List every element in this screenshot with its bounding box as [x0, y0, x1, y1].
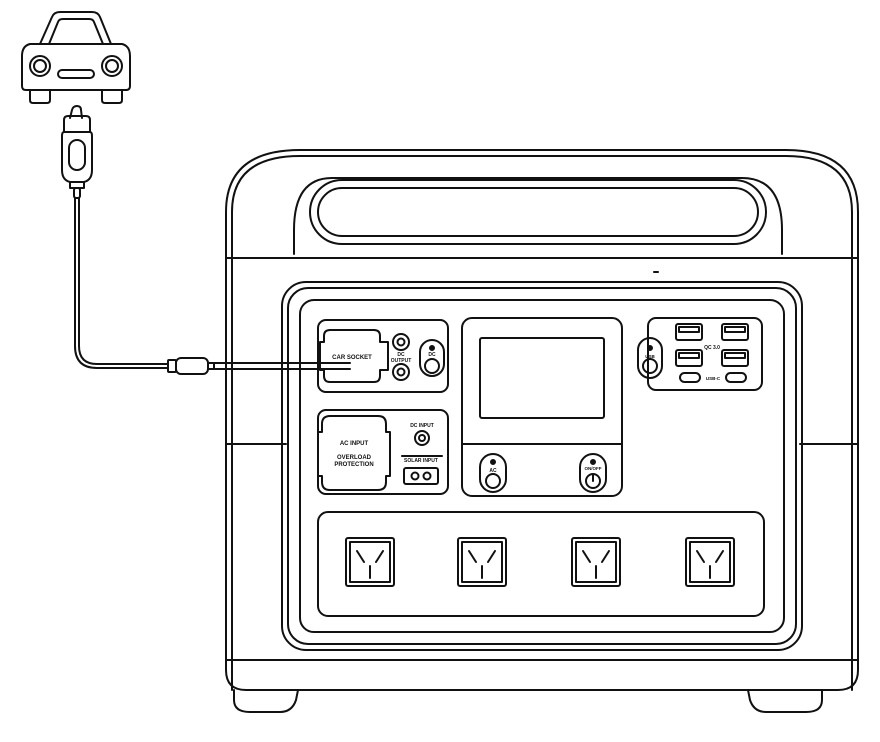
qc-port-2[interactable] [721, 323, 749, 341]
solar-input-port[interactable] [403, 467, 439, 485]
power-button-label: ON/OFF [585, 466, 602, 471]
ac-outlet-4[interactable] [685, 537, 735, 587]
dc-button[interactable] [419, 339, 445, 377]
dc-output-label-line1: DC [397, 352, 405, 358]
cigarette-plug-icon [61, 105, 93, 199]
usb-button-label: USB [645, 354, 655, 359]
charging-cable [74, 197, 351, 375]
ac-input-module [317, 409, 449, 495]
qc-label: QC 3.0 [704, 345, 720, 351]
car-socket[interactable] [319, 329, 389, 383]
dc-output-port-bottom[interactable] [392, 363, 410, 381]
power-station-housing [225, 149, 859, 713]
solar-input-label: SOLAR INPUT [404, 458, 438, 464]
qc-port-4[interactable] [721, 349, 749, 367]
dc-output-label-line2: OUTPUT [391, 358, 412, 364]
dc-input-port[interactable] [414, 430, 430, 446]
usb-c-port-1[interactable] [679, 372, 701, 383]
dc-input-label: DC INPUT [410, 423, 434, 429]
usb-c-label: USB-C [706, 376, 721, 381]
ac-button-label: AC [489, 468, 497, 474]
ac-input-port[interactable] [317, 415, 391, 491]
ac-outlet-2[interactable] [457, 537, 507, 587]
lcd-screen [479, 337, 605, 419]
dc-button-label: DC [428, 352, 436, 358]
usb-button[interactable] [637, 337, 663, 379]
ac-input-label: AC INPUT [340, 441, 369, 447]
ac-outlets-module [317, 511, 765, 617]
usb-module [637, 317, 763, 391]
car-socket-label: CAR SOCKET [332, 355, 372, 361]
qc-port-1[interactable] [675, 323, 703, 341]
power-button[interactable] [579, 453, 607, 493]
ac-button[interactable] [479, 453, 507, 493]
ac-outlet-1[interactable] [345, 537, 395, 587]
dc-output-module [317, 319, 449, 393]
usb-c-port-2[interactable] [725, 372, 747, 383]
dc-output-port-top[interactable] [392, 333, 410, 351]
display-module [461, 317, 623, 497]
overload-label-line2: PROTECTION [334, 462, 373, 468]
ac-outlet-3[interactable] [571, 537, 621, 587]
front-panel [281, 281, 803, 651]
overload-label-line1: OVERLOAD [337, 455, 372, 461]
qc-port-3[interactable] [675, 349, 703, 367]
car-icon [21, 11, 131, 104]
